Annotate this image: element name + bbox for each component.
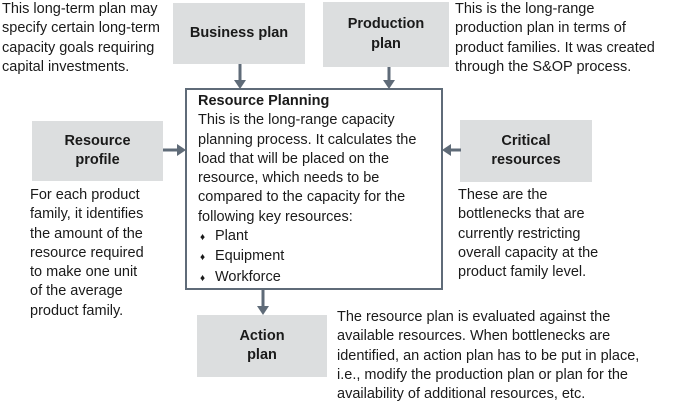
list-item: ♦ Plant (198, 227, 433, 247)
arrow-resource-planning-to-action-plan (257, 290, 269, 315)
diamond-bullet-icon: ♦ (200, 252, 206, 264)
arrow-shaft (238, 64, 242, 82)
resource-planning-description: This is the long-range capacity planning… (198, 112, 417, 225)
diamond-bullet-icon: ♦ (200, 272, 206, 284)
critical-resources-box: Critical resources (460, 120, 592, 182)
action-plan-box: Action plan (197, 315, 327, 377)
bullet-label: Plant (215, 228, 249, 245)
business-plan-box: Business plan (173, 3, 305, 64)
arrow-critical-resources-to-resource-planning (442, 144, 461, 156)
production-plan-box: Production plan (323, 2, 449, 67)
arrowhead-right-icon (177, 144, 186, 156)
arrowhead-down-icon (383, 80, 395, 89)
key-resources-list: ♦ Plant ♦ Equipment ♦ Workforce (198, 227, 433, 288)
arrow-shaft (261, 290, 265, 308)
action-plan-note: The resource plan is evaluated against t… (337, 309, 640, 403)
arrowhead-left-icon (442, 144, 451, 156)
list-item: ♦ Equipment (198, 247, 433, 267)
bullet-label: Workforce (215, 268, 281, 285)
arrow-shaft (163, 148, 179, 152)
critical-resources-note: These are the bottlenecks that are curre… (458, 187, 599, 281)
bullet-label: Equipment (215, 248, 285, 265)
resource-profile-note: For each product family, it identifies t… (30, 187, 144, 319)
arrow-business-plan-to-resource-planning (234, 64, 246, 89)
arrowhead-down-icon (257, 306, 269, 315)
resource-profile-box: Resource profile (32, 121, 163, 181)
business-plan-note: This long-term plan may specify certain … (2, 1, 160, 75)
arrow-shaft (387, 67, 391, 82)
resource-planning-box: Resource Planning This is the long-range… (185, 88, 443, 290)
diamond-bullet-icon: ♦ (200, 232, 206, 244)
list-item: ♦ Workforce (198, 268, 433, 288)
production-plan-note: This is the long-range production plan i… (455, 1, 655, 75)
arrow-shaft (449, 148, 461, 152)
arrow-resource-profile-to-resource-planning (163, 144, 186, 156)
arrowhead-down-icon (234, 80, 246, 89)
resource-planning-title: Resource Planning (198, 93, 330, 109)
arrow-production-plan-to-resource-planning (383, 67, 395, 89)
